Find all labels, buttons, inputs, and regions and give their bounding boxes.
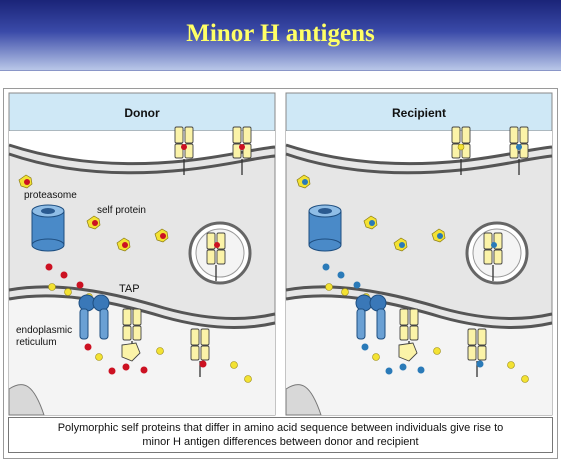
recipient-proteasome-icon [308,204,342,252]
donor-tap-label: TAP [119,283,140,295]
donor-er-label-2: reticulum [16,337,57,348]
caption-line-1: Polymorphic self proteins that differ in… [57,422,504,434]
donor-surface-peptide-1 [181,144,187,150]
figure-frame: Donor proteasome self protein [3,88,558,459]
donor-er-label-1: endoplasmic [16,325,72,336]
caption-line-2: minor H antigen differences between dono… [142,436,419,448]
donor-panel: Donor proteasome self protein [8,92,276,416]
donor-self-protein-label: self protein [97,205,146,216]
antigen-diagram: Donor proteasome self protein [8,92,553,416]
title-banner: Minor H antigens [0,0,561,71]
recipient-panel-title: Recipient [392,106,446,120]
donor-proteasome-icon [31,204,65,252]
donor-proteasome-label: proteasome [24,190,77,201]
figure-caption: Polymorphic self proteins that differ in… [8,417,553,453]
donor-surface-peptide-2 [239,144,245,150]
donor-panel-title: Donor [124,106,160,120]
recipient-surface-peptide-1 [457,143,465,151]
slide-title: Minor H antigens [186,20,375,47]
recipient-panel: Recipient [285,92,553,416]
recipient-surface-peptide-2 [516,144,522,150]
